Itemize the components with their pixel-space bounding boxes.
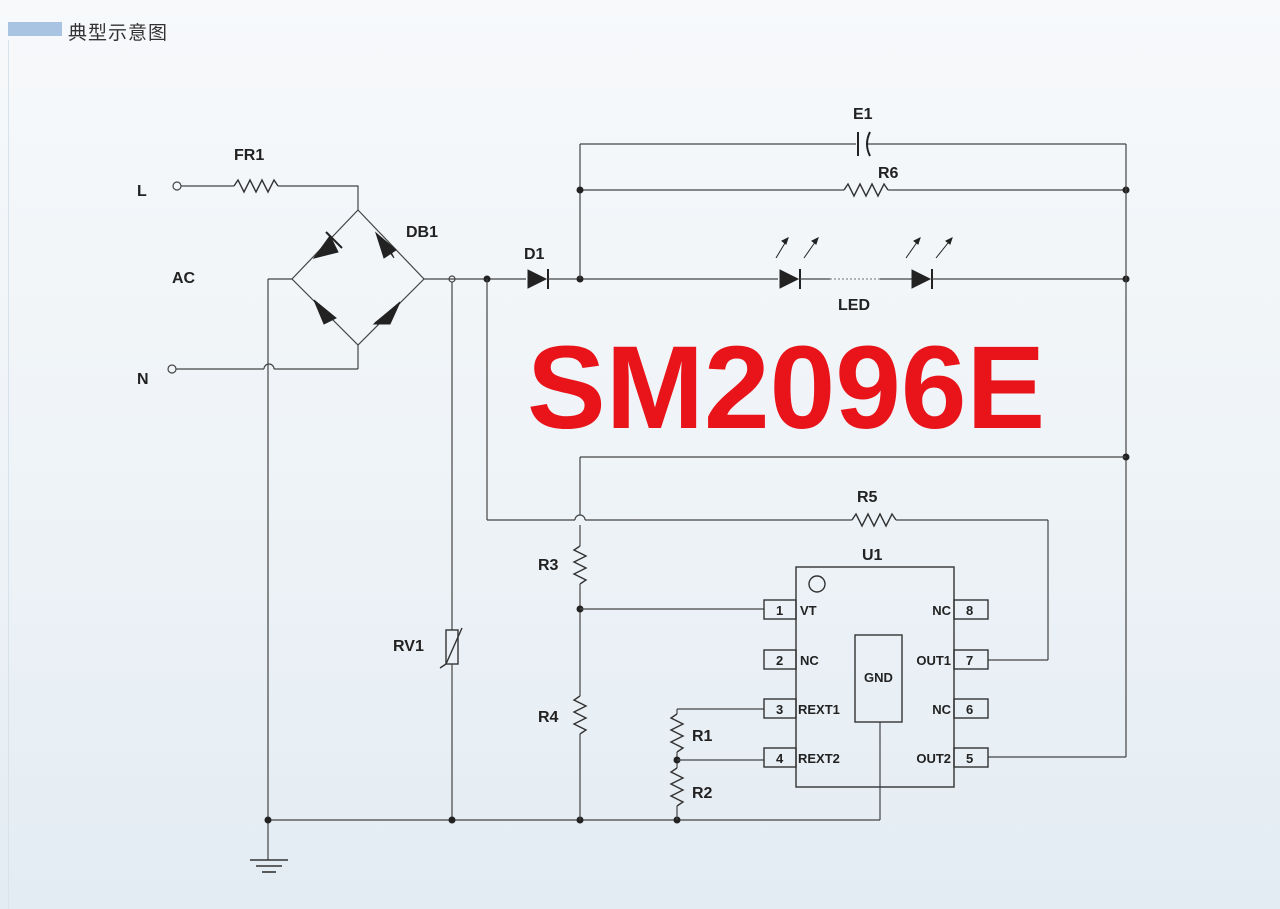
pin-6 (953, 698, 989, 719)
pin-7-number: 7 (966, 653, 973, 668)
label-E1: E1 (853, 106, 873, 123)
label-R5: R5 (857, 489, 878, 506)
pin-8-number: 8 (966, 603, 973, 618)
wire-crossover (263, 363, 275, 370)
label-R1: R1 (692, 728, 713, 745)
pin-8-name: NC (932, 603, 951, 618)
label-R3: R3 (538, 557, 559, 574)
pin-5-number: 5 (966, 751, 973, 766)
fuse-resistor-FR1 (233, 178, 279, 194)
pin-5 (953, 747, 989, 768)
label-GND: GND (864, 670, 893, 685)
pin-4 (763, 747, 797, 768)
header-accent-bar (8, 22, 62, 36)
resistor-R2 (669, 767, 685, 807)
pin-2 (763, 649, 797, 670)
label-U1: U1 (862, 547, 883, 564)
ic-U1 (763, 566, 989, 788)
resistor-R6 (843, 182, 889, 198)
pin-1-name: VT (800, 603, 817, 618)
label-LED: LED (838, 297, 870, 314)
label-R2: R2 (692, 785, 713, 802)
resistor-R4 (572, 695, 588, 735)
pin-4-number: 4 (776, 751, 784, 766)
label-L: L (137, 183, 147, 200)
label-AC: AC (172, 270, 196, 287)
pin-1 (763, 599, 797, 620)
pin-6-number: 6 (966, 702, 973, 717)
pin-5-name: OUT2 (916, 751, 951, 766)
pin-8 (953, 599, 989, 620)
pin-2-name: NC (800, 653, 819, 668)
resistor-R5 (851, 512, 897, 528)
varistor-RV1 (439, 627, 463, 669)
pin-7 (953, 649, 989, 670)
label-R4: R4 (538, 709, 559, 726)
label-R6: R6 (878, 165, 899, 182)
label-D1: D1 (524, 246, 545, 263)
label-FR1: FR1 (234, 147, 264, 164)
pin-3 (763, 698, 797, 719)
pin-1-number: 1 (776, 603, 783, 618)
led-string (775, 237, 953, 289)
pin-2-number: 2 (776, 653, 783, 668)
diode-D1 (527, 269, 549, 289)
pin-3-number: 3 (776, 702, 783, 717)
label-N: N (137, 371, 149, 388)
terminal-L (172, 181, 182, 191)
mains-input (167, 178, 359, 374)
pin-7-name: OUT1 (916, 653, 951, 668)
pin-4-name: REXT2 (798, 751, 840, 766)
part-number-overlay: SM2096E (527, 322, 1045, 454)
page-title: 典型示意图 (68, 22, 169, 44)
resistor-R1 (669, 713, 685, 753)
pin-3-name: REXT1 (798, 702, 840, 717)
resistor-R3 (572, 545, 588, 585)
left-divider (8, 40, 9, 909)
label-DB1: DB1 (406, 224, 438, 241)
ground-symbol (250, 859, 288, 873)
label-RV1: RV1 (393, 638, 424, 655)
capacitor-E1 (857, 131, 871, 157)
pin-6-name: NC (932, 702, 951, 717)
terminal-N (167, 364, 177, 374)
bridge-rectifier-DB1 (268, 209, 526, 346)
